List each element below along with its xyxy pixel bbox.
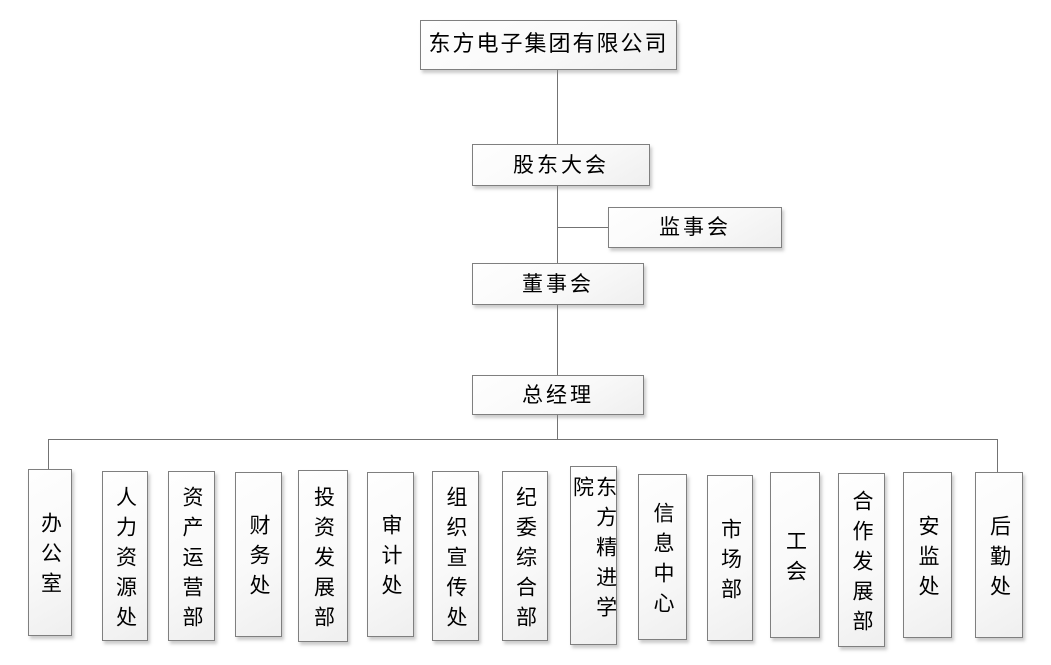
org-node-board-of-directors-label: 董事会 bbox=[522, 271, 594, 296]
org-node-dept-discipline-committee-label: 纪委综合部 bbox=[513, 485, 538, 636]
org-node-shareholders-meeting: 股东大会 bbox=[472, 144, 650, 186]
org-node-dept-dongfang-jingjin-academy-label: 东方精进学院 bbox=[570, 476, 618, 626]
org-node-dept-investment-development-label: 投资发展部 bbox=[311, 485, 336, 636]
org-node-shareholders-meeting-label: 股东大会 bbox=[513, 152, 609, 177]
org-node-dept-finance: 财务处 bbox=[235, 472, 282, 637]
org-node-dept-cooperation-development-label: 合作发展部 bbox=[850, 489, 875, 640]
org-node-dept-labor-union-label: 工会 bbox=[783, 529, 808, 590]
org-node-general-manager-label: 总经理 bbox=[522, 382, 594, 407]
connector-board-gm bbox=[557, 304, 558, 375]
org-node-board-of-directors: 董事会 bbox=[472, 263, 644, 305]
org-node-dept-labor-union: 工会 bbox=[770, 472, 820, 638]
org-node-dept-audit-label: 审计处 bbox=[379, 514, 404, 604]
org-node-dept-human-resources-label: 人力资源处 bbox=[113, 485, 138, 636]
org-node-company-label: 东方电子集团有限公司 bbox=[428, 32, 669, 57]
org-node-company: 东方电子集团有限公司 bbox=[420, 20, 677, 70]
org-node-dept-marketing-label: 市场部 bbox=[718, 517, 743, 608]
org-node-dept-dongfang-jingjin-academy: 东方精进学院 bbox=[570, 466, 618, 645]
org-node-dept-safety-supervision-label: 安监处 bbox=[916, 514, 941, 605]
connector-gm-bus bbox=[557, 413, 558, 440]
org-node-dept-finance-label: 财务处 bbox=[247, 514, 272, 604]
org-node-dept-discipline-committee: 纪委综合部 bbox=[502, 471, 548, 641]
org-node-dept-audit: 审计处 bbox=[367, 472, 414, 637]
org-node-dept-asset-operations: 资产运营部 bbox=[168, 471, 215, 641]
org-node-dept-general-office: 办公室 bbox=[28, 469, 72, 636]
org-node-dept-marketing: 市场部 bbox=[707, 475, 753, 641]
org-node-dept-human-resources: 人力资源处 bbox=[102, 471, 148, 641]
org-node-dept-investment-development: 投资发展部 bbox=[298, 470, 348, 642]
org-node-dept-asset-operations-label: 资产运营部 bbox=[180, 485, 205, 636]
connector-bus-right-drop bbox=[997, 439, 998, 473]
org-node-dept-information-center: 信息中心 bbox=[638, 474, 687, 640]
org-node-supervisory-board: 监事会 bbox=[608, 207, 782, 248]
connector-shareholders-board bbox=[557, 186, 558, 263]
org-node-dept-general-office-label: 办公室 bbox=[38, 512, 63, 602]
org-node-dept-cooperation-development: 合作发展部 bbox=[838, 473, 885, 647]
org-node-dept-information-center-label: 信息中心 bbox=[651, 501, 676, 622]
connector-company-shareholders bbox=[557, 70, 558, 144]
connector-bus-left-drop bbox=[48, 439, 49, 470]
org-node-dept-logistics: 后勤处 bbox=[975, 472, 1023, 638]
connector-branch-supervisory bbox=[558, 227, 608, 228]
org-node-dept-organization-publicity: 组织宣传处 bbox=[432, 471, 479, 641]
org-node-supervisory-board-label: 监事会 bbox=[659, 215, 731, 239]
org-node-general-manager: 总经理 bbox=[472, 375, 644, 415]
org-node-dept-organization-publicity-label: 组织宣传处 bbox=[444, 485, 469, 636]
org-node-dept-safety-supervision: 安监处 bbox=[903, 472, 952, 638]
org-node-dept-logistics-label: 后勤处 bbox=[987, 514, 1012, 605]
connector-bus-horizontal bbox=[48, 439, 998, 440]
